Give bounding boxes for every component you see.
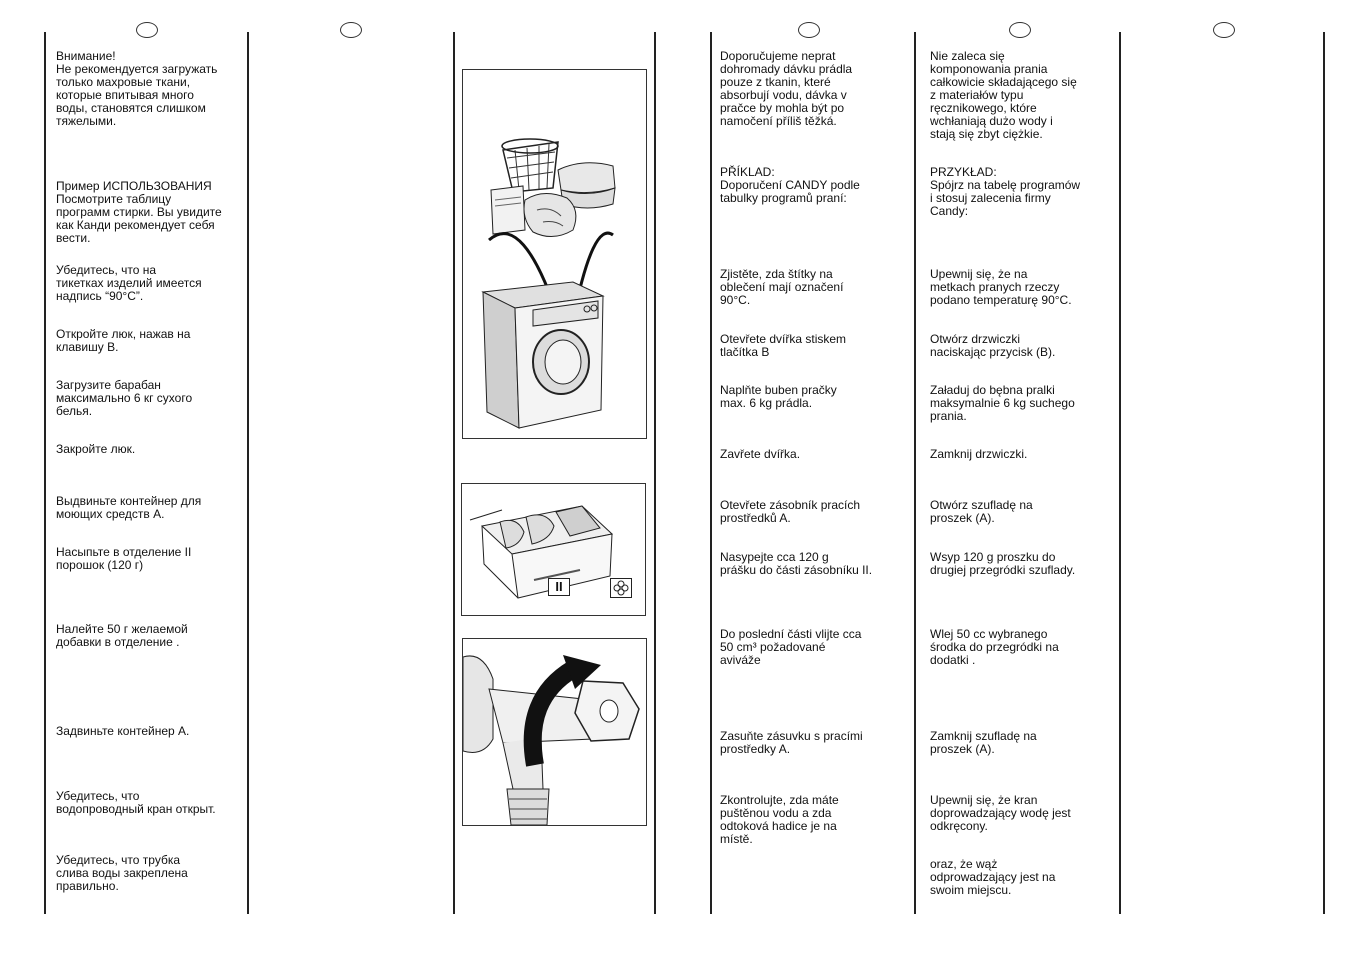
step-text: Закройте люк. <box>56 442 136 456</box>
step-text: Налейте 50 г желаемой добавки в отделени… <box>56 622 188 649</box>
language-marker-oval <box>136 22 158 38</box>
example-title: Пример ИСПОЛЬЗОВАНИЯ <box>56 179 212 193</box>
column-divider <box>914 32 916 914</box>
step-text: Убедитесь, что трубка слива воды закрепл… <box>56 853 188 893</box>
fabric-softener-flower-icon <box>610 578 632 598</box>
step-text: Upewnij się, że kran doprowadzający wodę… <box>930 793 1071 833</box>
example-title: PRZYKŁAD: <box>930 165 997 179</box>
detergent-drawer-drawing <box>469 505 614 599</box>
step-text: Otevřete zásobník pracích prostředků A. <box>720 498 861 525</box>
step-text: Насыпьте в отделение II порошок (120 г) <box>56 545 192 572</box>
washing-machine-illustration <box>462 69 647 439</box>
step-text: Выдвиньте контейнер для моющих средств A… <box>56 494 202 521</box>
step-text: oraz, że wąż odprowadzający jest na swoi… <box>930 857 1056 897</box>
intro-text: Nie zaleca się komponowania prania całko… <box>930 49 1077 141</box>
step-text: Nasypejte cca 120 g prášku do části záso… <box>720 550 873 577</box>
example-body: Посмотрите таблицу программ стирки. Вы у… <box>56 192 222 245</box>
language-marker-oval <box>1213 22 1235 38</box>
example-body: Spójrz na tabelę programów i stosuj zale… <box>930 178 1081 218</box>
step-text: Zamknij drzwiczki. <box>930 447 1028 461</box>
column-divider <box>453 32 455 914</box>
warning-body: Не рекомендуется загружать только махров… <box>56 62 218 128</box>
step-text: Otwórz szufladę na proszek (A). <box>930 498 1033 525</box>
step-text: Wlej 50 cc wybranego środka do przegródk… <box>930 627 1059 667</box>
step-text: Otevřete dvířka stiskem tlačítka B <box>720 332 847 359</box>
step-text: Wsyp 120 g proszku do drugiej przegródki… <box>930 550 1076 577</box>
step-text: Załaduj do bębna pralki maksymalnie 6 kg… <box>930 383 1075 423</box>
column-divider <box>247 32 249 914</box>
water-tap-illustration <box>462 638 647 826</box>
step-text: Задвиньте контейнер A. <box>56 724 190 738</box>
intro-text: Doporučujeme neprat dohromady dávku prád… <box>720 49 853 128</box>
column-divider <box>44 32 46 914</box>
language-marker-oval <box>1009 22 1031 38</box>
example-body: Doporučení CANDY podle tabulky programů … <box>720 178 860 205</box>
step-text: Zamknij szufladę na proszek (A). <box>930 729 1037 756</box>
laundry-loading-drawing <box>481 138 616 429</box>
step-text: Zasuňte zásuvku s pracími prostředky A. <box>720 729 863 756</box>
step-text: Upewnij się, że na metkach pranych rzecz… <box>930 267 1072 307</box>
language-marker-oval <box>798 22 820 38</box>
step-text: Убедитесь, что водопроводный кран открыт… <box>56 789 216 816</box>
step-text: Убедитесь, что на тикетках изделий имеет… <box>56 263 202 303</box>
step-text: Откройте люк, нажав на клавишу B. <box>56 327 191 354</box>
dispenser-compartment-label: II <box>548 578 570 596</box>
water-tap-drawing <box>463 655 640 825</box>
step-text: Otwórz drzwiczki naciskając przycisk (B)… <box>930 332 1056 359</box>
column-divider <box>710 32 712 914</box>
step-text: Zkontrolujte, zda máte puštěnou vodu a z… <box>720 793 839 846</box>
step-text: Do poslední části vlijte cca 50 cm³ poža… <box>720 627 862 667</box>
example-title: PŘÍKLAD: <box>720 165 775 179</box>
step-text: Загрузите барабан максимально 6 кг сухог… <box>56 378 193 418</box>
column-divider <box>1119 32 1121 914</box>
step-text: Zjistěte, zda štítky na oblečení mají oz… <box>720 267 844 307</box>
detergent-drawer-illustration: II <box>461 483 646 616</box>
column-divider <box>654 32 656 914</box>
column-divider <box>1323 32 1325 914</box>
language-marker-oval <box>340 22 362 38</box>
step-text: Naplňte buben pračky max. 6 kg prádla. <box>720 383 837 410</box>
step-text: Zavřete dvířka. <box>720 447 801 461</box>
warning-title: Внимание! <box>56 49 116 63</box>
